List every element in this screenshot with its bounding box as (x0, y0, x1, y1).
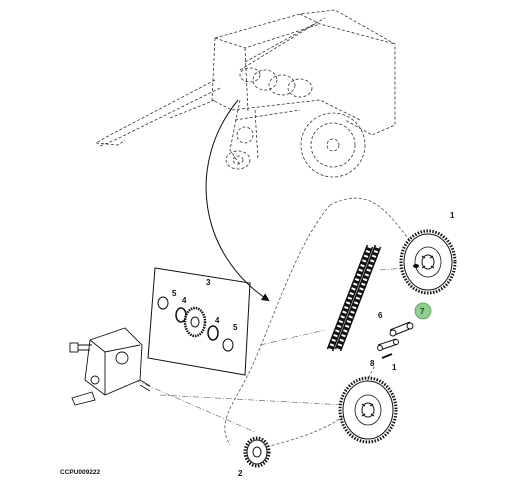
roller-chain (326, 244, 382, 352)
callout-4-left: 4 (182, 296, 187, 305)
callout-7-highlight (414, 302, 432, 320)
callout-7: 7 (420, 307, 425, 316)
figure-code: CCPU009222 (60, 469, 100, 476)
connector-link-parts (377, 321, 414, 359)
callout-2: 2 (238, 469, 243, 478)
callout-5-left: 5 (172, 289, 177, 298)
alignment-lines (134, 267, 406, 433)
exploded-hub-box (147, 267, 251, 376)
callout-6: 6 (378, 311, 383, 320)
sprocket-small (243, 436, 271, 468)
baler-outline (95, 9, 396, 178)
gearbox (69, 327, 151, 406)
callout-1-upper: 1 (450, 211, 455, 220)
callout-1-lower: 1 (392, 363, 397, 372)
sprocket-upper (399, 229, 457, 295)
callout-3: 3 (206, 278, 211, 287)
sprocket-lower (338, 376, 398, 444)
callout-4-right: 4 (215, 316, 220, 325)
reference-arrow (205, 99, 270, 302)
callout-5-right: 5 (233, 323, 238, 332)
callout-8: 8 (370, 359, 375, 368)
